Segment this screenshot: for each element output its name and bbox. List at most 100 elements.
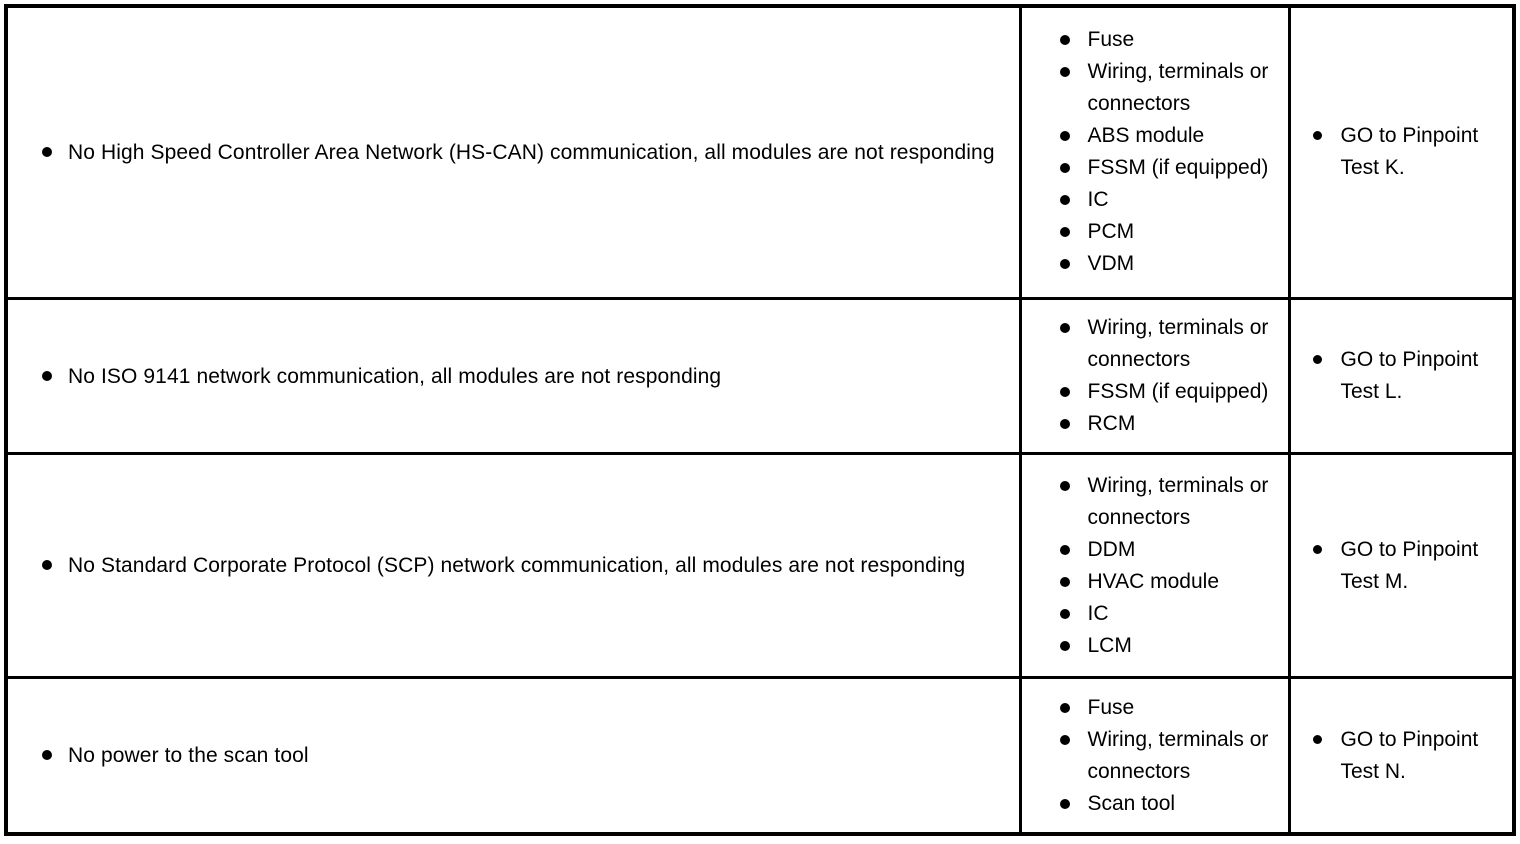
possible-source-text: HVAC module xyxy=(1087,569,1220,593)
possible-source-text: FSSM (if equipped) xyxy=(1087,156,1269,180)
bullet-icon xyxy=(1312,355,1322,364)
bullet-icon xyxy=(1059,195,1070,206)
bullet-icon xyxy=(1312,734,1322,744)
list-item: IC xyxy=(1059,598,1280,630)
list-item: GO to Pinpoint Test N. xyxy=(1312,724,1507,788)
action-list: GO to Pinpoint Test N. xyxy=(1291,724,1507,788)
list-item: Fuse xyxy=(1059,692,1280,724)
bullet-icon xyxy=(1059,163,1070,174)
symptom-text: No power to the scan tool xyxy=(68,744,309,768)
list-item: VDM xyxy=(1059,248,1280,280)
action-list: GO to Pinpoint Test M. xyxy=(1291,534,1507,598)
bullet-icon xyxy=(1059,419,1070,429)
list-item: No ISO 9141 network communication, all m… xyxy=(42,361,1005,392)
possible-source-text: FSSM (if equipped) xyxy=(1087,380,1269,403)
possible-source-text: Wiring, terminals or connectors xyxy=(1087,727,1269,783)
action-cell: GO to Pinpoint Test K. xyxy=(1289,6,1514,299)
possible-source-text: IC xyxy=(1087,188,1109,212)
list-item: FSSM (if equipped) xyxy=(1059,152,1280,184)
possible-source-text: IC xyxy=(1087,601,1109,625)
action-list: GO to Pinpoint Test K. xyxy=(1291,120,1507,184)
possible-source-text: ABS module xyxy=(1087,124,1205,148)
symptom-cell: No Standard Corporate Protocol (SCP) net… xyxy=(6,453,1022,678)
list-item: Scan tool xyxy=(1059,788,1280,820)
list-item: Wiring, terminals or connectors xyxy=(1059,724,1280,788)
list-item: Wiring, terminals or connectors xyxy=(1059,312,1280,376)
list-item: FSSM (if equipped) xyxy=(1059,376,1280,408)
list-item: ABS module xyxy=(1059,120,1280,152)
symptom-text: No High Speed Controller Area Network (H… xyxy=(68,140,995,164)
symptom-chart-body: No High Speed Controller Area Network (H… xyxy=(6,6,1514,834)
bullet-icon xyxy=(1059,480,1070,491)
possible-source-text: Fuse xyxy=(1087,695,1135,719)
bullet-icon xyxy=(1059,640,1070,651)
bullet-icon xyxy=(1059,323,1070,333)
action-text: GO to Pinpoint Test L. xyxy=(1340,348,1479,403)
bullet-icon xyxy=(42,146,52,157)
symptom-list: No ISO 9141 network communication, all m… xyxy=(8,361,1005,392)
possible-source-text: DDM xyxy=(1087,537,1136,561)
action-list: GO to Pinpoint Test L. xyxy=(1291,344,1507,408)
list-item: Fuse xyxy=(1059,24,1280,56)
list-item: DDM xyxy=(1059,534,1280,566)
bullet-icon xyxy=(1059,387,1070,397)
bullet-icon xyxy=(1059,227,1070,238)
table-row: No Standard Corporate Protocol (SCP) net… xyxy=(6,453,1514,678)
possible-source-text: VDM xyxy=(1087,252,1135,276)
symptom-list: No power to the scan tool xyxy=(8,740,1005,771)
table-row: No High Speed Controller Area Network (H… xyxy=(6,6,1514,299)
list-item: GO to Pinpoint Test M. xyxy=(1312,534,1507,598)
list-item: IC xyxy=(1059,184,1280,216)
possible-source-text: Wiring, terminals or connectors xyxy=(1087,60,1269,116)
list-item: PCM xyxy=(1059,216,1280,248)
symptom-text: No Standard Corporate Protocol (SCP) net… xyxy=(68,554,966,578)
list-item: GO to Pinpoint Test L. xyxy=(1312,344,1507,408)
list-item: No Standard Corporate Protocol (SCP) net… xyxy=(42,550,1005,581)
action-cell: GO to Pinpoint Test M. xyxy=(1289,453,1514,678)
possible-source-text: Fuse xyxy=(1087,28,1135,52)
symptom-cell: No ISO 9141 network communication, all m… xyxy=(6,298,1022,454)
possible-source-text: LCM xyxy=(1087,633,1132,657)
possible-source-text: Wiring, terminals or connectors xyxy=(1087,316,1269,371)
symptom-cell: No High Speed Controller Area Network (H… xyxy=(6,6,1022,299)
symptom-cell: No power to the scan tool xyxy=(6,677,1022,834)
symptom-chart-table: No High Speed Controller Area Network (H… xyxy=(4,4,1516,836)
action-cell: GO to Pinpoint Test L. xyxy=(1289,298,1514,454)
symptom-text: No ISO 9141 network communication, all m… xyxy=(68,364,722,388)
possible-source-text: Scan tool xyxy=(1087,791,1176,815)
bullet-icon xyxy=(1312,544,1322,554)
symptom-list: No High Speed Controller Area Network (H… xyxy=(8,137,1005,168)
bullet-icon xyxy=(1059,576,1070,587)
symptom-list: No Standard Corporate Protocol (SCP) net… xyxy=(8,550,1005,581)
bullet-icon xyxy=(1059,35,1070,46)
bullet-icon xyxy=(1059,259,1070,270)
bullet-icon xyxy=(1059,67,1070,78)
list-item: Wiring, terminals or connectors xyxy=(1059,56,1280,120)
list-item: GO to Pinpoint Test K. xyxy=(1312,120,1507,184)
action-cell: GO to Pinpoint Test N. xyxy=(1289,677,1514,834)
list-item: Wiring, terminals or connectors xyxy=(1059,470,1280,534)
possible-source-text: RCM xyxy=(1087,412,1136,435)
list-item: HVAC module xyxy=(1059,566,1280,598)
list-item: LCM xyxy=(1059,630,1280,662)
list-item: No High Speed Controller Area Network (H… xyxy=(42,137,1005,168)
bullet-icon xyxy=(1059,734,1070,745)
bullet-icon xyxy=(1312,131,1322,141)
bullet-icon xyxy=(1059,702,1070,713)
bullet-icon xyxy=(1059,131,1070,142)
table-row: No ISO 9141 network communication, all m… xyxy=(6,298,1514,454)
bullet-icon xyxy=(1059,798,1070,809)
possible-source-text: Wiring, terminals or connectors xyxy=(1087,473,1269,529)
list-item: RCM xyxy=(1059,408,1280,440)
possible-source-text: PCM xyxy=(1087,220,1135,244)
action-text: GO to Pinpoint Test K. xyxy=(1340,124,1479,180)
